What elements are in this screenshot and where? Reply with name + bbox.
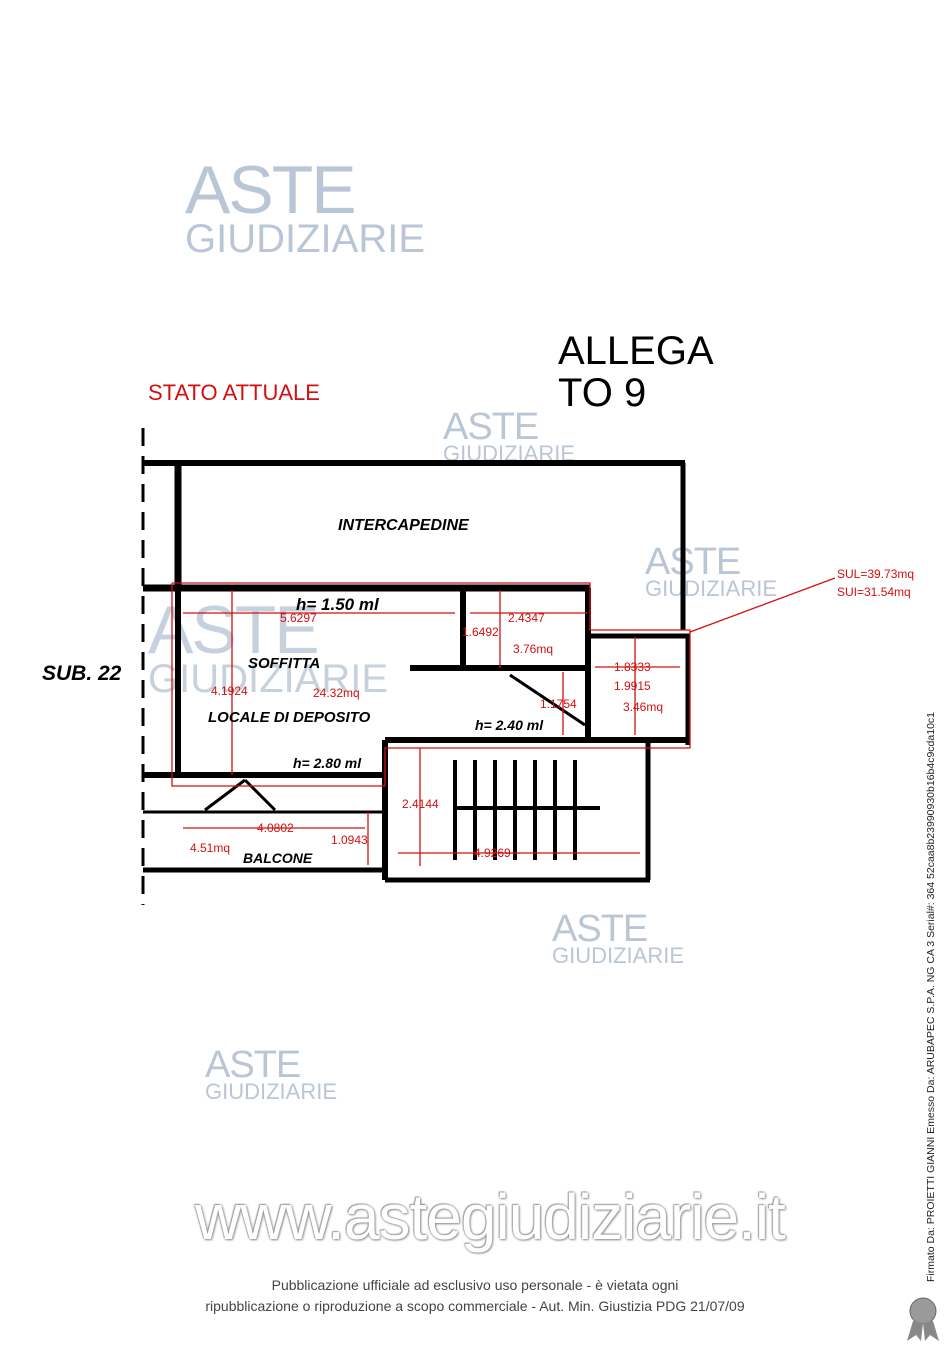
room-label-balcone: BALCONE — [243, 850, 313, 866]
dimension-label: 4.0802 — [257, 821, 294, 835]
plan-walls — [141, 428, 691, 905]
website-watermark: www.astegiudiziarie.it — [195, 1181, 786, 1253]
area-label: 4.51mq — [190, 841, 230, 855]
height-label: h= 2.80 ml — [293, 755, 362, 771]
digital-signature-text: Firmato Da: PROIETTI GIANNI Emesso Da: A… — [925, 711, 937, 1282]
publication-notice: Pubblicazione ufficiale ad esclusivo uso… — [205, 1277, 745, 1314]
dimension-label: 1.0943 — [331, 833, 368, 847]
dimension-label: 1.6492 — [462, 625, 499, 639]
room-label-intercapedine: INTERCAPEDINE — [338, 517, 470, 534]
dimension-lines — [171, 577, 836, 866]
sub-label: SUB. 22 — [42, 662, 122, 685]
area-label: 3.76mq — [513, 642, 553, 656]
dimension-label: 4.9269 — [474, 846, 511, 860]
dimension-label: 5.6297 — [280, 611, 317, 625]
dimension-label: 2.4144 — [402, 797, 439, 811]
room-label-locale: LOCALE DI DEPOSITO — [208, 709, 371, 726]
area-label: 3.46mq — [623, 700, 663, 714]
dimension-label: 1.9915 — [614, 679, 651, 693]
dimension-label: 1.1754 — [540, 697, 577, 711]
height-label: h= 2.40 ml — [475, 717, 544, 733]
height-label: h= 1.50 ml — [296, 595, 380, 614]
seal-icon — [907, 1297, 939, 1341]
dimension-label: 2.4347 — [508, 611, 545, 625]
room-label-soffitta: SOFFITTA — [248, 655, 320, 672]
state-label: STATO ATTUALE — [148, 380, 320, 405]
dimension-label: 4.1924 — [211, 684, 248, 698]
dimension-label: 1.8333 — [614, 660, 651, 674]
area-label: 24.32mq — [313, 686, 360, 700]
